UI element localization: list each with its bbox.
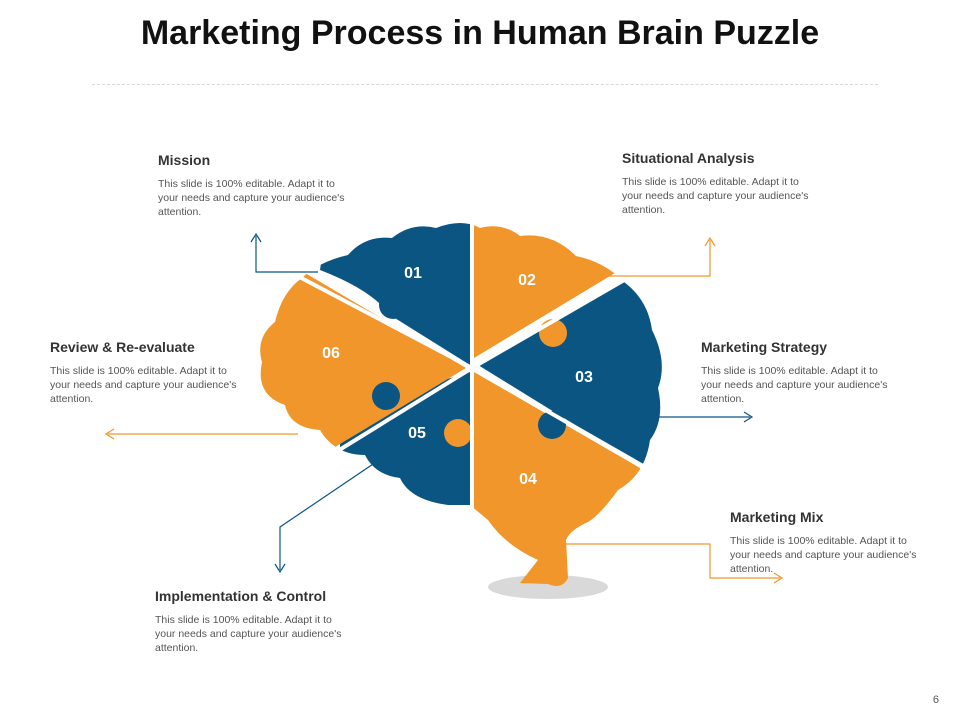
puzzle-tab-01-06: [379, 291, 407, 319]
step-situational-analysis: Situational Analysis This slide is 100% …: [622, 150, 812, 217]
step-marketing-mix: Marketing Mix This slide is 100% editabl…: [730, 509, 920, 576]
step-heading: Review & Re-evaluate: [50, 339, 195, 355]
arrowhead-mission: [250, 232, 262, 243]
step-text: This slide is 100% editable. Adapt it to…: [155, 614, 342, 654]
step-text: This slide is 100% editable. Adapt it to…: [730, 535, 917, 575]
arrowhead-implementation-control: [274, 563, 286, 574]
step-heading: Mission: [158, 152, 211, 168]
step-text: This slide is 100% editable. Adapt it to…: [622, 176, 809, 216]
puzzle-tab-04-05: [444, 419, 472, 447]
step-implementation-control: Implementation & Control This slide is 1…: [155, 588, 345, 655]
step-heading: Marketing Mix: [730, 509, 824, 525]
puzzle-tab-02-01: [472, 278, 500, 306]
title-divider: [92, 84, 878, 85]
connector-situational-analysis: [596, 240, 711, 277]
piece-number-05: 05: [408, 425, 426, 442]
connector-implementation-control: [279, 455, 386, 570]
piece-number-02: 02: [518, 272, 536, 289]
piece-number-04: 04: [519, 471, 537, 488]
piece-number-03: 03: [575, 369, 593, 386]
arrowhead-review-reevaluate: [104, 428, 115, 440]
step-text: This slide is 100% editable. Adapt it to…: [158, 178, 345, 218]
piece-number-01: 01: [404, 265, 422, 282]
step-heading: Marketing Strategy: [701, 339, 828, 355]
page-number: 6: [932, 694, 939, 706]
step-review-reevaluate: Review & Re-evaluate This slide is 100% …: [50, 339, 240, 406]
arrowhead-marketing-strategy: [743, 411, 754, 423]
step-heading: Situational Analysis: [622, 150, 755, 166]
arrowhead-marketing-mix: [773, 572, 784, 584]
arrowhead-situational-analysis: [704, 236, 716, 247]
puzzle-piece-03: [478, 275, 662, 465]
puzzle-tab-05-06: [372, 382, 400, 410]
puzzle-piece-06: [260, 270, 466, 450]
connector-mission: [255, 236, 318, 273]
connector-marketing-mix: [566, 543, 780, 579]
step-marketing-strategy: Marketing Strategy This slide is 100% ed…: [701, 339, 891, 406]
piece-number-06: 06: [322, 345, 340, 362]
step-text: This slide is 100% editable. Adapt it to…: [50, 365, 237, 405]
step-mission: Mission This slide is 100% editable. Ada…: [158, 152, 348, 219]
step-heading: Implementation & Control: [155, 588, 327, 604]
slide-title: Marketing Process in Human Brain Puzzle: [140, 14, 820, 52]
brain-shadow: [488, 575, 608, 599]
step-text: This slide is 100% editable. Adapt it to…: [701, 365, 888, 405]
